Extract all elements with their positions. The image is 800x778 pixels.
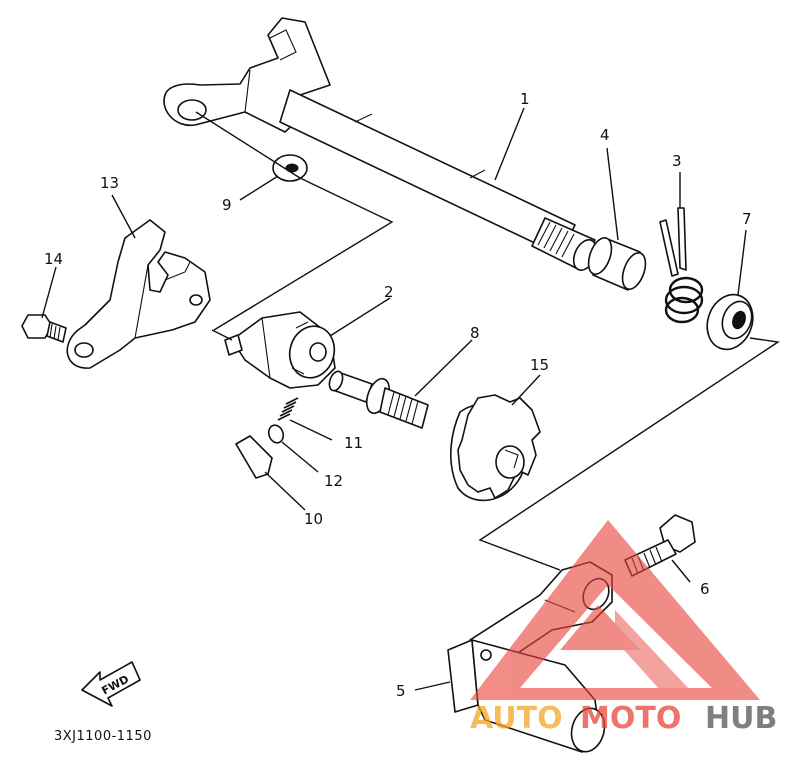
watermark-word-moto: MOTO [580,701,681,736]
callout-3: 3 [672,152,682,170]
callout-6: 6 [700,580,710,598]
watermark-wordmark: AUTO MOTO HUB [470,701,777,736]
callout-13: 13 [100,174,119,192]
pawl-part-10 [235,435,273,479]
callout-14: 14 [44,250,63,268]
callout-8: 8 [470,324,480,342]
alignment-lines [195,111,780,571]
bolt-part-14 [21,314,67,343]
pin-part-12 [267,424,285,444]
fwd-arrow-icon: FWD [81,661,141,707]
stopper-bolt-part-8 [328,370,429,429]
callout-7: 7 [742,210,752,228]
callout-11: 11 [344,434,363,452]
spring-part-3 [659,207,704,324]
shift-shaft-part-1 [163,17,598,271]
shift-guide-part-13 [66,219,211,369]
callout-labels: 1 2 3 4 5 6 7 8 9 10 11 12 13 14 15 [44,90,752,700]
shift-lever-part-2 [224,311,336,389]
callout-1: 1 [520,90,530,108]
collar-part-4 [587,237,647,291]
drawing-code: 3XJ1100-1150 [54,729,152,744]
spring-part-11 [277,397,299,421]
callout-4: 4 [600,126,610,144]
callout-2: 2 [384,283,394,301]
callout-10: 10 [304,510,323,528]
watermark-logo [470,520,760,700]
callout-5: 5 [396,682,406,700]
callout-12: 12 [324,472,343,490]
segment-part-15 [449,394,541,502]
watermark-word-auto: AUTO [470,701,563,736]
washer-part-9 [272,154,308,182]
watermark-triangle-icon [470,520,760,700]
watermark-word-hub: HUB [705,701,777,736]
leader-lines [41,107,747,691]
callout-15: 15 [530,356,549,374]
callout-9: 9 [222,196,232,214]
oil-seal-part-7 [706,293,754,351]
